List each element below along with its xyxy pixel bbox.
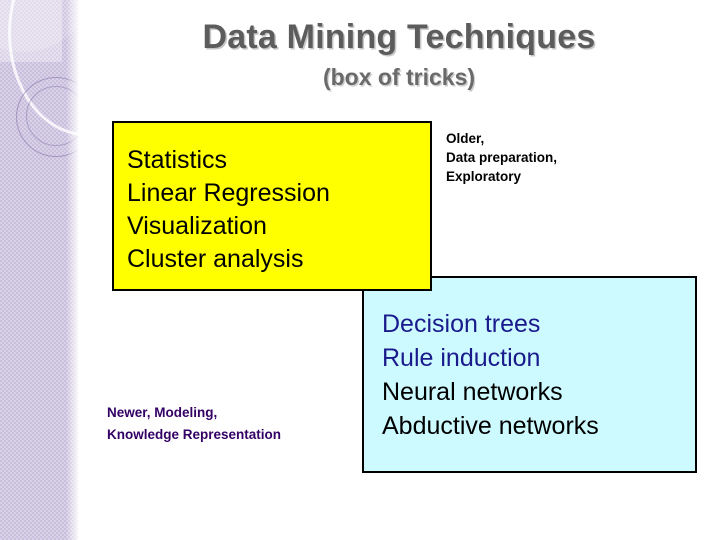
newer-annotation-line: Newer, Modeling, bbox=[107, 405, 218, 420]
sidebar-ring-inner-shape bbox=[26, 86, 78, 146]
list-item: Abductive networks bbox=[382, 412, 599, 440]
older-annotation-line: Exploratory bbox=[446, 169, 522, 184]
list-item: Decision trees bbox=[382, 310, 541, 338]
list-item: Statistics bbox=[127, 146, 228, 174]
newer-annotation-line: Knowledge Representation bbox=[107, 427, 282, 442]
list-item: Linear Regression bbox=[127, 179, 330, 207]
newer-annotation: Newer, Modeling, Knowledge Representatio… bbox=[107, 402, 281, 446]
newer-techniques-box: Decision trees Rule induction Neural net… bbox=[362, 276, 697, 473]
list-item: Neural networks bbox=[382, 378, 563, 406]
list-item: Cluster analysis bbox=[127, 245, 304, 273]
page-subtitle: (box of tricks) bbox=[322, 64, 476, 90]
older-annotation-line: Older, bbox=[446, 131, 485, 146]
list-item: Rule induction bbox=[382, 344, 541, 372]
page-title: Data Mining Techniques bbox=[202, 18, 596, 56]
decorative-sidebar bbox=[0, 0, 78, 540]
older-techniques-box: Statistics Linear Regression Visualizati… bbox=[112, 121, 432, 291]
older-annotation: Older, Data preparation, Exploratory bbox=[446, 129, 557, 186]
sidebar-fade-edge bbox=[66, 0, 80, 540]
newer-techniques-list: Decision trees Rule induction Neural net… bbox=[382, 307, 599, 443]
list-item: Visualization bbox=[127, 212, 267, 240]
older-techniques-list: Statistics Linear Regression Visualizati… bbox=[127, 144, 330, 276]
older-annotation-line: Data preparation, bbox=[446, 150, 558, 165]
